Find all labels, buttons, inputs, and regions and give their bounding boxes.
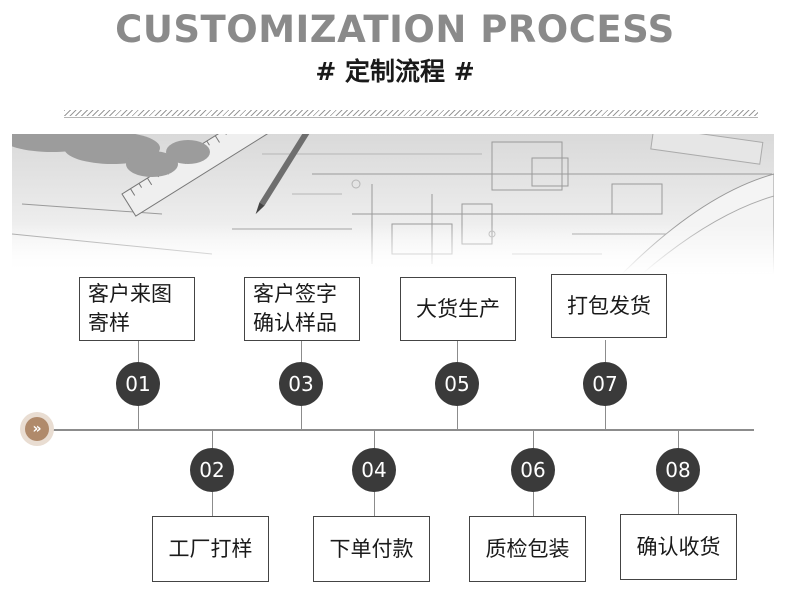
step-box-02: 工厂打样 — [152, 516, 269, 582]
divider-line — [64, 117, 758, 118]
title-chinese: # 定制流程 # — [315, 57, 475, 86]
step-box-08: 确认收货 — [620, 514, 737, 580]
step-box-01: 客户来图 寄样 — [79, 277, 195, 341]
step-number-04: 04 — [352, 448, 396, 492]
title-english: CUSTOMIZATION PROCESS — [115, 8, 675, 51]
timeline-start: » — [20, 412, 54, 446]
step-number-06: 06 — [511, 448, 555, 492]
double-chevron-right-icon: » — [25, 417, 49, 441]
step-label-03-line2: 确认样品 — [253, 311, 337, 335]
step-number-02: 02 — [190, 448, 234, 492]
step-box-06: 质检包装 — [469, 516, 586, 582]
step-number-05: 05 — [435, 362, 479, 406]
step-box-05: 大货生产 — [400, 277, 516, 341]
step-number-01: 01 — [116, 362, 160, 406]
blueprint-banner — [12, 134, 774, 274]
step-label-05: 大货生产 — [416, 296, 500, 321]
hatch-divider — [64, 110, 758, 116]
step-number-08: 08 — [656, 448, 700, 492]
step-label-02: 工厂打样 — [168, 536, 253, 561]
step-number-07: 07 — [583, 362, 627, 406]
timeline-line — [36, 429, 754, 431]
blueprint-banner-illustration — [12, 134, 774, 274]
step-box-07: 打包发货 — [551, 274, 667, 338]
step-label-04: 下单付款 — [329, 536, 414, 561]
step-label-01-line1: 客户来图 — [88, 282, 172, 306]
step-label-07: 打包发货 — [567, 293, 651, 318]
step-number-03: 03 — [279, 362, 323, 406]
step-box-03: 客户签字 确认样品 — [244, 277, 360, 341]
step-label-03-line1: 客户签字 — [253, 282, 337, 306]
step-label-01-line2: 寄样 — [88, 311, 130, 335]
step-label-08: 确认收货 — [636, 534, 721, 559]
step-label-06: 质检包装 — [485, 536, 570, 561]
step-box-04: 下单付款 — [313, 516, 430, 582]
